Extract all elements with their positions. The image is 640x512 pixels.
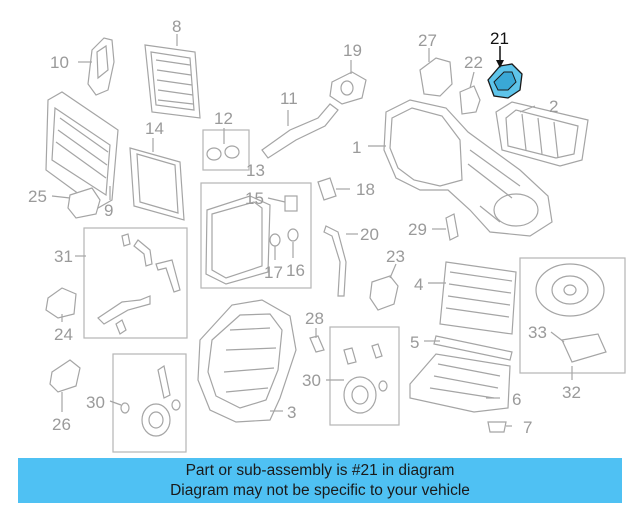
group-box-12	[202, 129, 250, 171]
callout-24: 24	[54, 325, 73, 344]
callout-6: 6	[512, 390, 521, 409]
info-banner: Part or sub-assembly is #21 in diagram D…	[18, 458, 622, 503]
callout-28: 28	[305, 309, 324, 328]
part-9-evaporator	[45, 91, 119, 209]
part-30-right-linkage	[343, 343, 388, 414]
callout-30-right: 30	[302, 371, 321, 390]
part-30-left-linkage	[120, 365, 181, 437]
part-7-screw	[487, 421, 507, 433]
callout-30-left: 30	[86, 393, 105, 412]
group-box-30-right	[329, 326, 400, 426]
callout-25: 25	[28, 187, 47, 206]
banner-part-line: Part or sub-assembly is #21 in diagram	[185, 462, 455, 479]
callout-4: 4	[414, 275, 423, 294]
part-15-valve-piece	[284, 195, 298, 212]
callout-8: 8	[172, 17, 181, 36]
callout-20: 20	[360, 225, 379, 244]
callout-18: 18	[356, 180, 375, 199]
callout-12: 12	[214, 109, 233, 128]
banner-disclaimer-line: Diagram may not be specific to your vehi…	[170, 482, 470, 499]
callout-29: 29	[408, 220, 427, 239]
callout-5: 5	[410, 333, 419, 352]
callout-13: 13	[246, 161, 265, 180]
part-31-linkage-set	[97, 233, 181, 335]
part-1-hvac-housing	[383, 99, 553, 237]
part-26-actuator	[49, 359, 81, 393]
callout-14: 14	[145, 119, 164, 138]
part-10-bracket	[87, 37, 115, 96]
callout-2: 2	[549, 97, 558, 116]
part-4-cabin-filter	[439, 261, 517, 335]
callout-19: 19	[343, 41, 362, 60]
part-11-pipe	[261, 103, 339, 159]
part-2-housing-section	[495, 101, 589, 167]
callout-3: 3	[287, 403, 296, 422]
part-22-sensor	[459, 85, 481, 115]
part-8-heater-core	[144, 44, 201, 119]
callout-10: 10	[50, 53, 69, 72]
callout-33: 33	[528, 323, 547, 342]
part-17-seal	[269, 233, 281, 247]
part-32-blower-motor	[535, 263, 605, 317]
callout-21: 21	[490, 29, 509, 48]
callout-15: 15	[245, 189, 264, 208]
callout-11: 11	[280, 89, 298, 108]
part-16-seal	[287, 228, 299, 242]
part-12-seals	[206, 145, 240, 161]
callout-31: 31	[54, 247, 73, 266]
part-13-expansion-valve	[205, 195, 271, 285]
part-18-clip	[317, 177, 337, 201]
callout-1: 1	[352, 138, 361, 157]
part-3-lower-housing	[197, 299, 297, 423]
part-6-filter-tray	[409, 353, 511, 413]
part-33-resistor	[561, 333, 607, 363]
callout-16: 16	[286, 261, 305, 280]
part-23-actuator	[369, 275, 399, 311]
callout-32: 32	[562, 383, 581, 402]
part-19-seal	[329, 71, 367, 105]
callout-23: 23	[386, 247, 405, 266]
group-box-30-left	[112, 353, 187, 453]
part-27-actuator	[419, 57, 453, 97]
part-28-sensor	[309, 335, 325, 353]
part-21-highlighted-actuator	[487, 63, 523, 99]
leader-21-highlight	[496, 46, 504, 68]
callout-22: 22	[464, 53, 483, 72]
group-box-31	[83, 227, 188, 339]
callout-26: 26	[52, 415, 71, 434]
part-14-filter-frame	[129, 147, 185, 221]
part-24-actuator	[45, 287, 77, 319]
callout-9: 9	[104, 201, 113, 220]
part-29-sensor	[445, 213, 459, 241]
part-20-drain-hose	[323, 225, 347, 297]
callout-27: 27	[418, 31, 437, 50]
hvac-exploded-diagram: 1 2 3 4 5 6 7 8 9 10 11 12 13 14 15 16 1…	[28, 17, 626, 453]
callout-7: 7	[523, 418, 532, 437]
callout-17: 17	[264, 263, 283, 282]
group-box-13	[200, 182, 312, 289]
leader-lines	[51, 34, 573, 427]
part-25-actuator	[67, 187, 101, 219]
